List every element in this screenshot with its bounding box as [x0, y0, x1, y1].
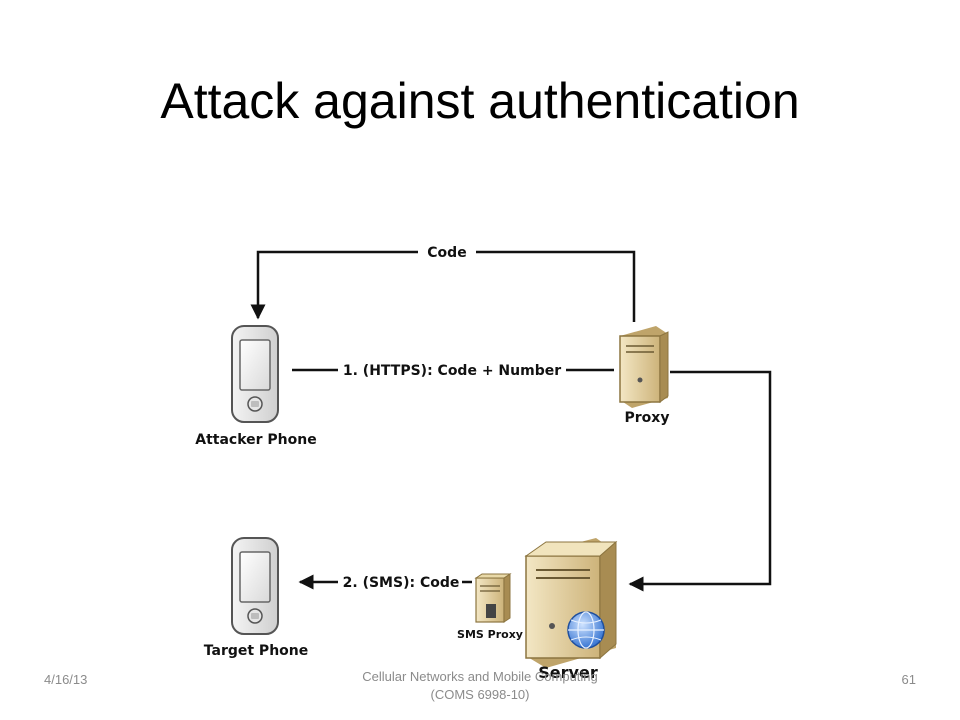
node-server: Server — [524, 538, 618, 682]
edge-sms-label: 2. (SMS): Code — [343, 575, 460, 591]
sms-proxy-label: SMS Proxy — [457, 628, 523, 641]
phone-icon — [231, 325, 279, 423]
phone-icon — [231, 537, 279, 635]
slide-title: Attack against authentication — [160, 73, 800, 129]
edge-code-label: Code — [427, 245, 466, 261]
node-sms-proxy: SMS Proxy — [457, 573, 523, 641]
edge-https-step: 1. (HTTPS): Code + Number — [292, 363, 614, 379]
server-icon — [474, 573, 512, 623]
server-label: Server — [538, 663, 598, 682]
server-icon — [524, 538, 618, 668]
slide-number: 61 — [901, 672, 916, 687]
node-attacker-phone: Attacker Phone — [195, 325, 317, 448]
proxy-label: Proxy — [625, 410, 670, 426]
target-phone-label: Target Phone — [204, 643, 309, 659]
node-proxy: Proxy — [619, 326, 670, 426]
footer-course: Cellular Networks and Mobile Computing (… — [330, 668, 630, 704]
footer-course-line1: Cellular Networks and Mobile Computing — [362, 669, 598, 684]
edge-sms-step: 2. (SMS): Code — [298, 574, 472, 591]
server-icon — [619, 326, 669, 408]
node-target-phone: Target Phone — [204, 537, 309, 659]
edge-https-label: 1. (HTTPS): Code + Number — [343, 363, 561, 379]
edge-code-return: Code — [250, 245, 636, 322]
attacker-phone-label: Attacker Phone — [195, 432, 316, 448]
globe-icon — [567, 611, 605, 649]
footer-date: 4/16/13 — [44, 672, 88, 687]
edge-proxy-to-server — [628, 370, 772, 592]
footer-course-line2: (COMS 6998-10) — [430, 687, 530, 702]
